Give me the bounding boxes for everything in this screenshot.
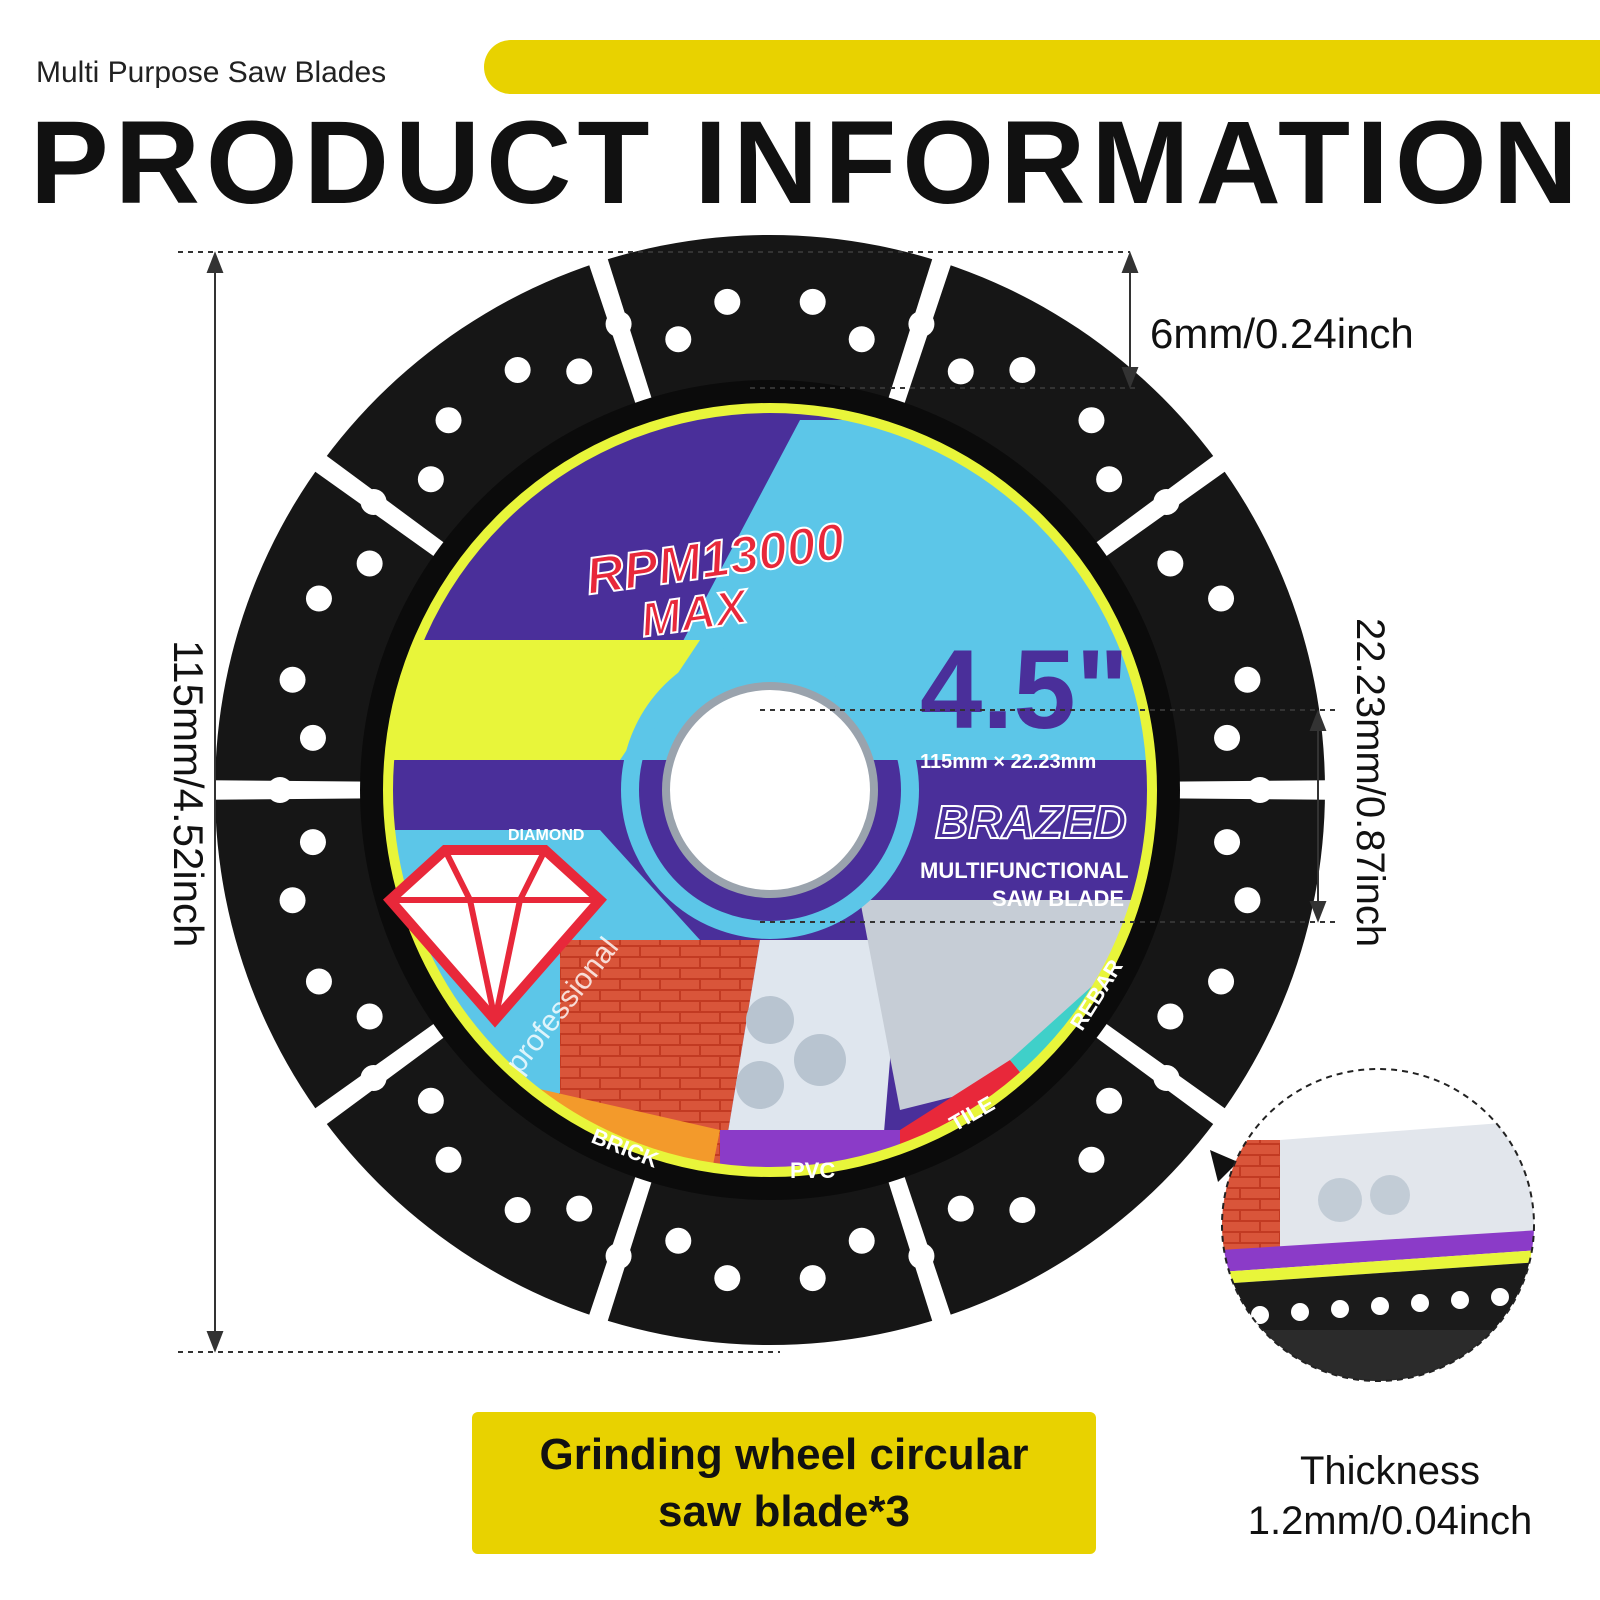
cooling-hole (605, 1243, 632, 1270)
cooling-hole (1214, 829, 1241, 856)
cooling-hole (566, 358, 593, 385)
cooling-hole (435, 1146, 462, 1173)
thickness-value: 1.2mm/0.04inch (1247, 1499, 1533, 1543)
cooling-hole (1096, 1087, 1123, 1114)
cooling-hole (1208, 968, 1235, 995)
cooling-hole (279, 887, 306, 914)
desc-line1: MULTIFUNCTIONAL (920, 858, 1129, 883)
cooling-hole (267, 777, 293, 803)
arbor-ring (621, 641, 919, 939)
cooling-hole (417, 466, 444, 493)
cooling-hole (1214, 724, 1241, 751)
cooling-hole (299, 724, 326, 751)
caption-line1: Grinding wheel circular (539, 1429, 1029, 1479)
thickness-zoom (1222, 1069, 1534, 1381)
cooling-hole (908, 1243, 935, 1270)
cooling-hole (305, 585, 332, 612)
arbor-hole (666, 686, 874, 894)
cooling-hole (504, 1197, 531, 1224)
cooling-hole (1157, 1003, 1184, 1030)
size-detail-label: 115mm × 22.23mm (920, 751, 1096, 773)
page-title: PRODUCT INFORMATION (30, 97, 1584, 229)
cooling-hole (1153, 488, 1180, 515)
cooling-hole (1096, 466, 1123, 493)
cooling-hole (305, 968, 332, 995)
accent-bar (484, 40, 1600, 94)
cooling-hole (908, 310, 935, 337)
cooling-hole (665, 1227, 692, 1254)
cooling-hole (360, 488, 387, 515)
cooling-hole (1153, 1065, 1180, 1092)
cooling-hole (1234, 887, 1261, 914)
cooling-hole (435, 407, 462, 434)
bore-label: 22.23mm/0.87inch (1348, 618, 1392, 948)
thickness-title: Thickness (1299, 1449, 1481, 1493)
cooling-hole (1078, 1146, 1105, 1173)
cooling-hole (665, 326, 692, 353)
cooling-hole (1009, 1197, 1036, 1224)
cooling-hole (1234, 666, 1261, 693)
diameter-label: 115mm/4.52inch (165, 640, 212, 948)
cooling-hole (848, 326, 875, 353)
cooling-hole (1157, 550, 1184, 577)
cooling-hole (799, 1265, 826, 1292)
cooling-hole (356, 1003, 383, 1030)
cooling-hole (299, 829, 326, 856)
label-rim (383, 403, 1157, 1177)
cooling-hole (799, 288, 826, 315)
caption-box: Grinding wheel circular saw blade*3 (472, 1412, 1096, 1554)
caption-line2: saw blade*3 (658, 1487, 910, 1536)
cooling-hole (566, 1195, 593, 1222)
pointer-arrow-icon (1210, 1150, 1238, 1182)
cooling-hole (417, 1087, 444, 1114)
cooling-hole (1078, 407, 1105, 434)
cooling-hole (360, 1065, 387, 1092)
cooling-hole (1208, 585, 1235, 612)
cooling-hole (356, 550, 383, 577)
cooling-hole (605, 310, 632, 337)
diamond-label: DIAMOND (508, 827, 584, 844)
cooling-hole (504, 356, 531, 383)
subtitle: Multi Purpose Saw Blades (36, 56, 387, 89)
cooling-hole (714, 288, 741, 315)
cooling-hole (714, 1265, 741, 1292)
diamond-icon (383, 845, 607, 1028)
dimension-lines (178, 251, 1340, 1353)
segment-height-label: 6mm/0.24inch (1150, 310, 1414, 357)
cooling-hole (279, 666, 306, 693)
size-label: 4.5" (920, 627, 1129, 752)
cooling-hole (947, 1195, 974, 1222)
cooling-hole (947, 358, 974, 385)
thickness-caption: Thickness 1.2mm/0.04inch (1210, 1446, 1570, 1546)
cooling-hole (1247, 777, 1273, 803)
cooling-hole (1009, 356, 1036, 383)
cooling-hole (848, 1227, 875, 1254)
material-pvc: PVC (790, 1158, 835, 1183)
brazed-label: BRAZED (935, 796, 1127, 848)
desc-line2: SAW BLADE (992, 886, 1124, 911)
